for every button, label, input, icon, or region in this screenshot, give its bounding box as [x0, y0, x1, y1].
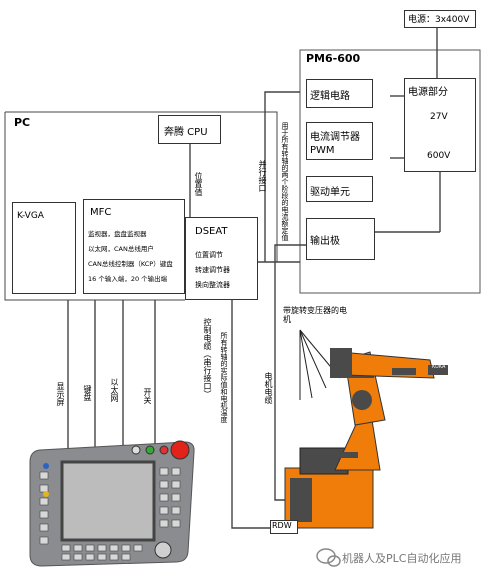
dseat-title: DSEAT — [195, 226, 228, 237]
current-regulator-box — [306, 122, 373, 160]
motor-resolver-label: 带旋转变压器的电机 — [283, 306, 347, 324]
kvga-label: K-VGA — [17, 211, 44, 221]
dseat-line-2: 转速调节器 — [195, 266, 230, 274]
parallel-interface-label: 并行接口 — [258, 160, 267, 192]
cpu-label: 奔腾 CPU — [164, 127, 208, 138]
rdw-box — [270, 520, 298, 534]
mfc-line-3: CAN总线控制器（KCP）键盘 — [88, 260, 173, 268]
kvga-box — [12, 202, 76, 294]
robot-upper-arm — [339, 351, 435, 379]
pm6-title: PM6-600 — [306, 52, 361, 65]
voltage-27v-label: 27V — [430, 112, 448, 122]
pendant-screen — [60, 460, 156, 542]
robot-arm — [284, 348, 448, 529]
power-part-box — [404, 78, 476, 172]
wechat-logo — [316, 548, 341, 567]
drive-unit-box — [306, 176, 373, 202]
mfc-box — [83, 199, 185, 294]
motor-cable-label: 电机电缆 — [264, 372, 273, 404]
pendant-keys — [39, 467, 181, 561]
logic-circuit-box — [306, 79, 373, 108]
current-regulator-label: 电流调节器 — [310, 132, 360, 143]
keyboard-label: 键盘 — [83, 385, 92, 401]
dseat-line-3: 换向整流器 — [195, 281, 230, 289]
emergency-stop-icon — [170, 440, 190, 460]
dseat-box — [185, 217, 258, 300]
teach-pendant — [29, 440, 195, 567]
jog-mouse-icon — [154, 541, 172, 559]
position-value-label: 位置值 — [194, 172, 203, 196]
output-stage-label: 输出极 — [310, 236, 340, 247]
switch-label: 开关 — [143, 388, 152, 404]
pc-title: PC — [14, 116, 31, 129]
pwm-label: PWM — [310, 145, 335, 156]
dseat-line-1: 位置调节 — [195, 251, 223, 259]
voltage-600v-label: 600V — [427, 151, 451, 161]
all-axes-values-label: 所有转轴的实际值和电机温度 — [220, 332, 228, 423]
current-setpoint-label: 用于所有转轴的两个阶段的电流额定值 — [281, 122, 289, 241]
pm6-frame — [299, 49, 481, 294]
cpu-box — [158, 115, 221, 144]
output-stage-box — [306, 218, 375, 260]
control-cable-label: 控制电缆（串行接口） — [203, 318, 212, 398]
mfc-line-4: 16 个输入端，20 个输出端 — [88, 275, 168, 283]
mfc-title: MFC — [90, 207, 112, 218]
display-label: 显示屏 — [56, 382, 65, 406]
power-part-label: 电源部分 — [408, 87, 448, 98]
ethernet-label: 以太网 — [110, 378, 119, 402]
drive-unit-label: 驱动单元 — [310, 187, 350, 198]
logic-circuit-label: 逻辑电路 — [310, 91, 350, 102]
mfc-line-2: 以太网，CAN总线用户 — [88, 245, 154, 253]
power-supply-box — [404, 10, 476, 28]
power-supply-label: 电源：3x400V — [408, 15, 470, 25]
resolver-pointers — [299, 329, 341, 400]
kuka-logo-label: KUKA — [432, 364, 446, 370]
watermark-text: 机器人及PLC自动化应用 — [342, 552, 462, 565]
rdw-label: RDW — [272, 521, 292, 530]
mfc-line-1: 监视器，盘盘监视器 — [88, 230, 147, 238]
